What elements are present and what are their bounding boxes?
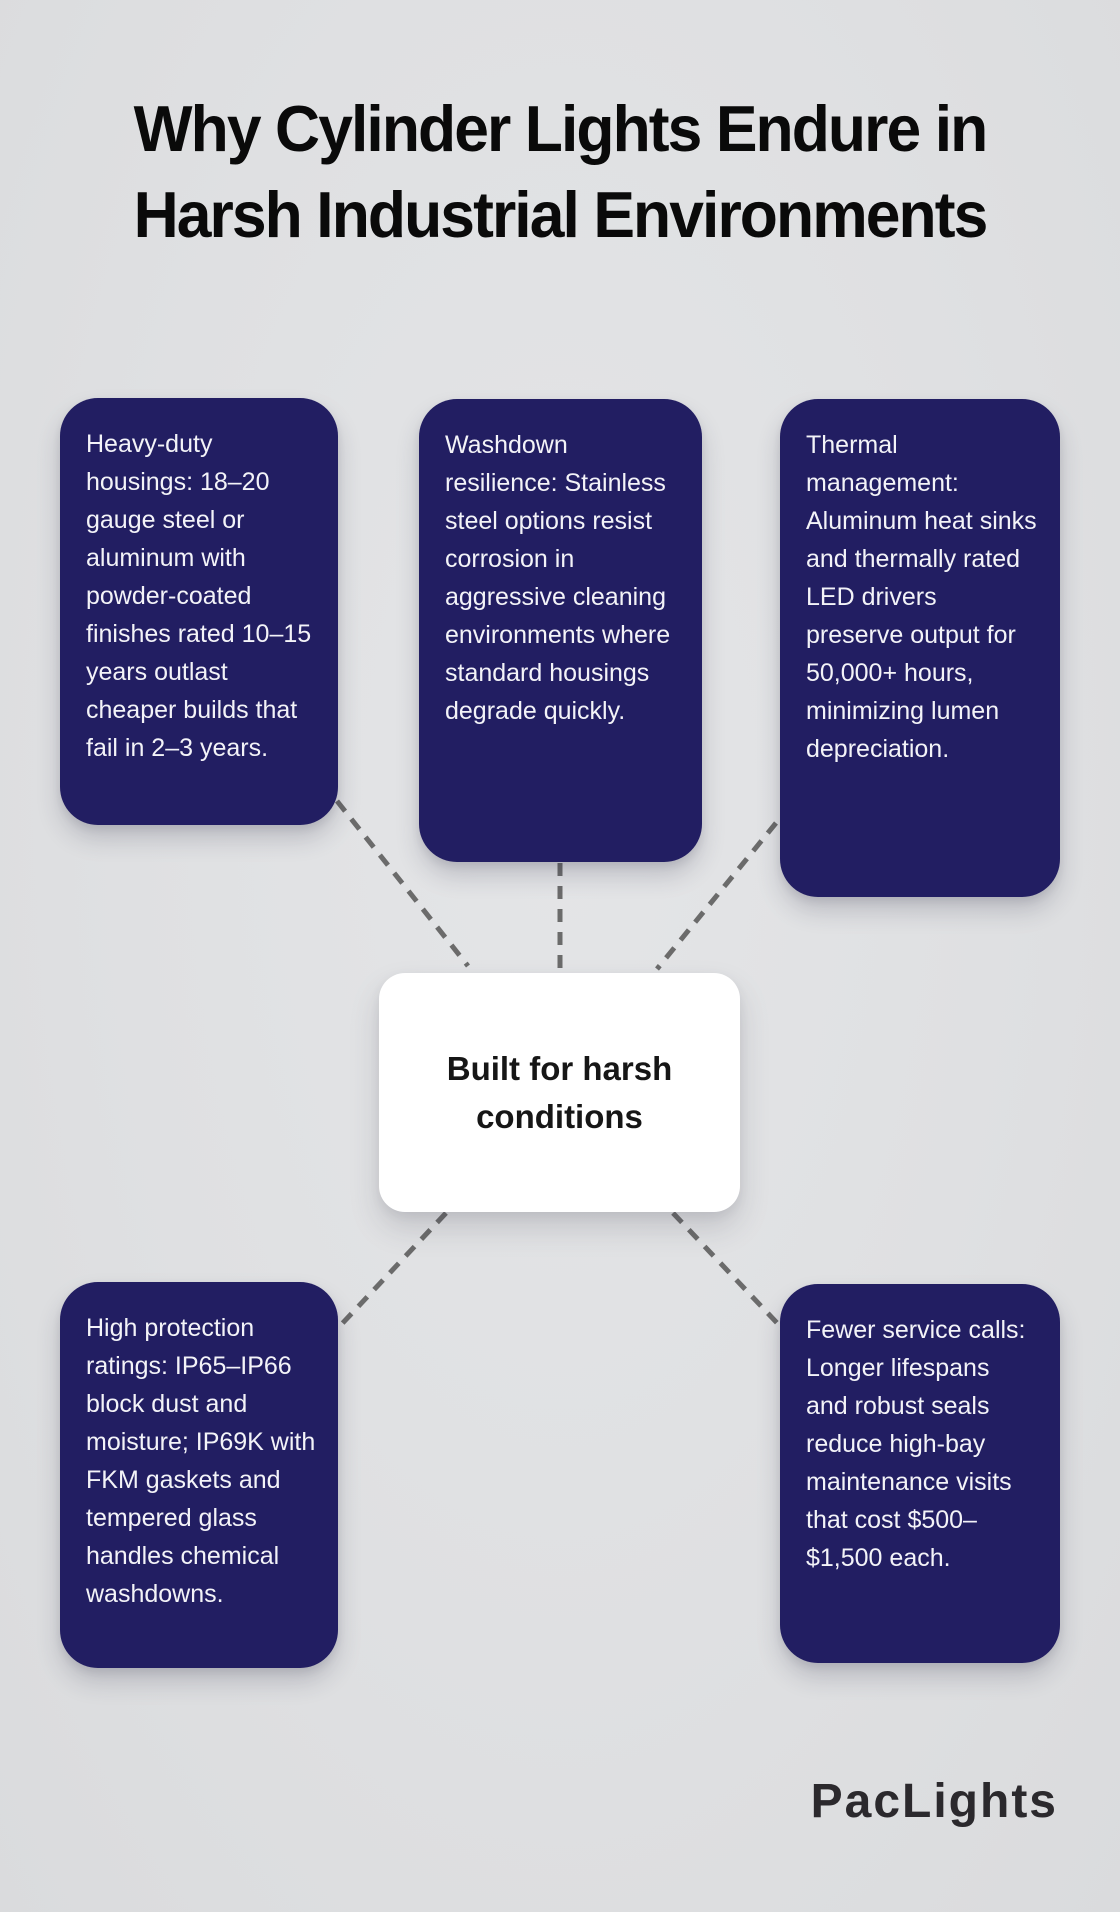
node-heavy-duty-housings-text: Heavy-duty housings: 18–20 gauge steel o… [86,430,312,762]
node-high-protection-ratings-text: High protection ratings: IP65–IP66 block… [86,1314,316,1608]
node-washdown-resilience: Washdown resilience: Stainless steel opt… [419,399,702,862]
page-title-line-1: Why Cylinder Lights Endure in [133,92,989,165]
node-fewer-service-calls-text: Fewer service calls: Longer lifespans an… [806,1316,1026,1572]
node-heavy-duty-housings: Heavy-duty housings: 18–20 gauge steel o… [60,398,338,825]
center-concept-card: Built for harsh conditions [379,973,740,1212]
paclights-logo: PacLights [810,1775,1058,1828]
node-washdown-resilience-text: Washdown resilience: Stainless steel opt… [445,431,671,725]
node-thermal-management: Thermal management: Aluminum heat sinks … [780,399,1060,897]
node-fewer-service-calls: Fewer service calls: Longer lifespans an… [780,1284,1060,1663]
node-thermal-management-text: Thermal management: Aluminum heat sinks … [806,431,1037,763]
connector-heavy-duty-to-center [335,799,470,968]
connector-center-to-service [671,1211,781,1327]
center-concept-label: Built for harsh conditions [446,1049,673,1135]
node-high-protection-ratings: High protection ratings: IP65–IP66 block… [60,1282,338,1668]
connector-thermal-to-center [655,821,778,971]
connector-center-to-protection [337,1211,448,1329]
page-title-line-2: Harsh Industrial Environments [133,178,989,251]
page-title: Why Cylinder Lights Endure in Harsh Indu… [22,86,1097,258]
